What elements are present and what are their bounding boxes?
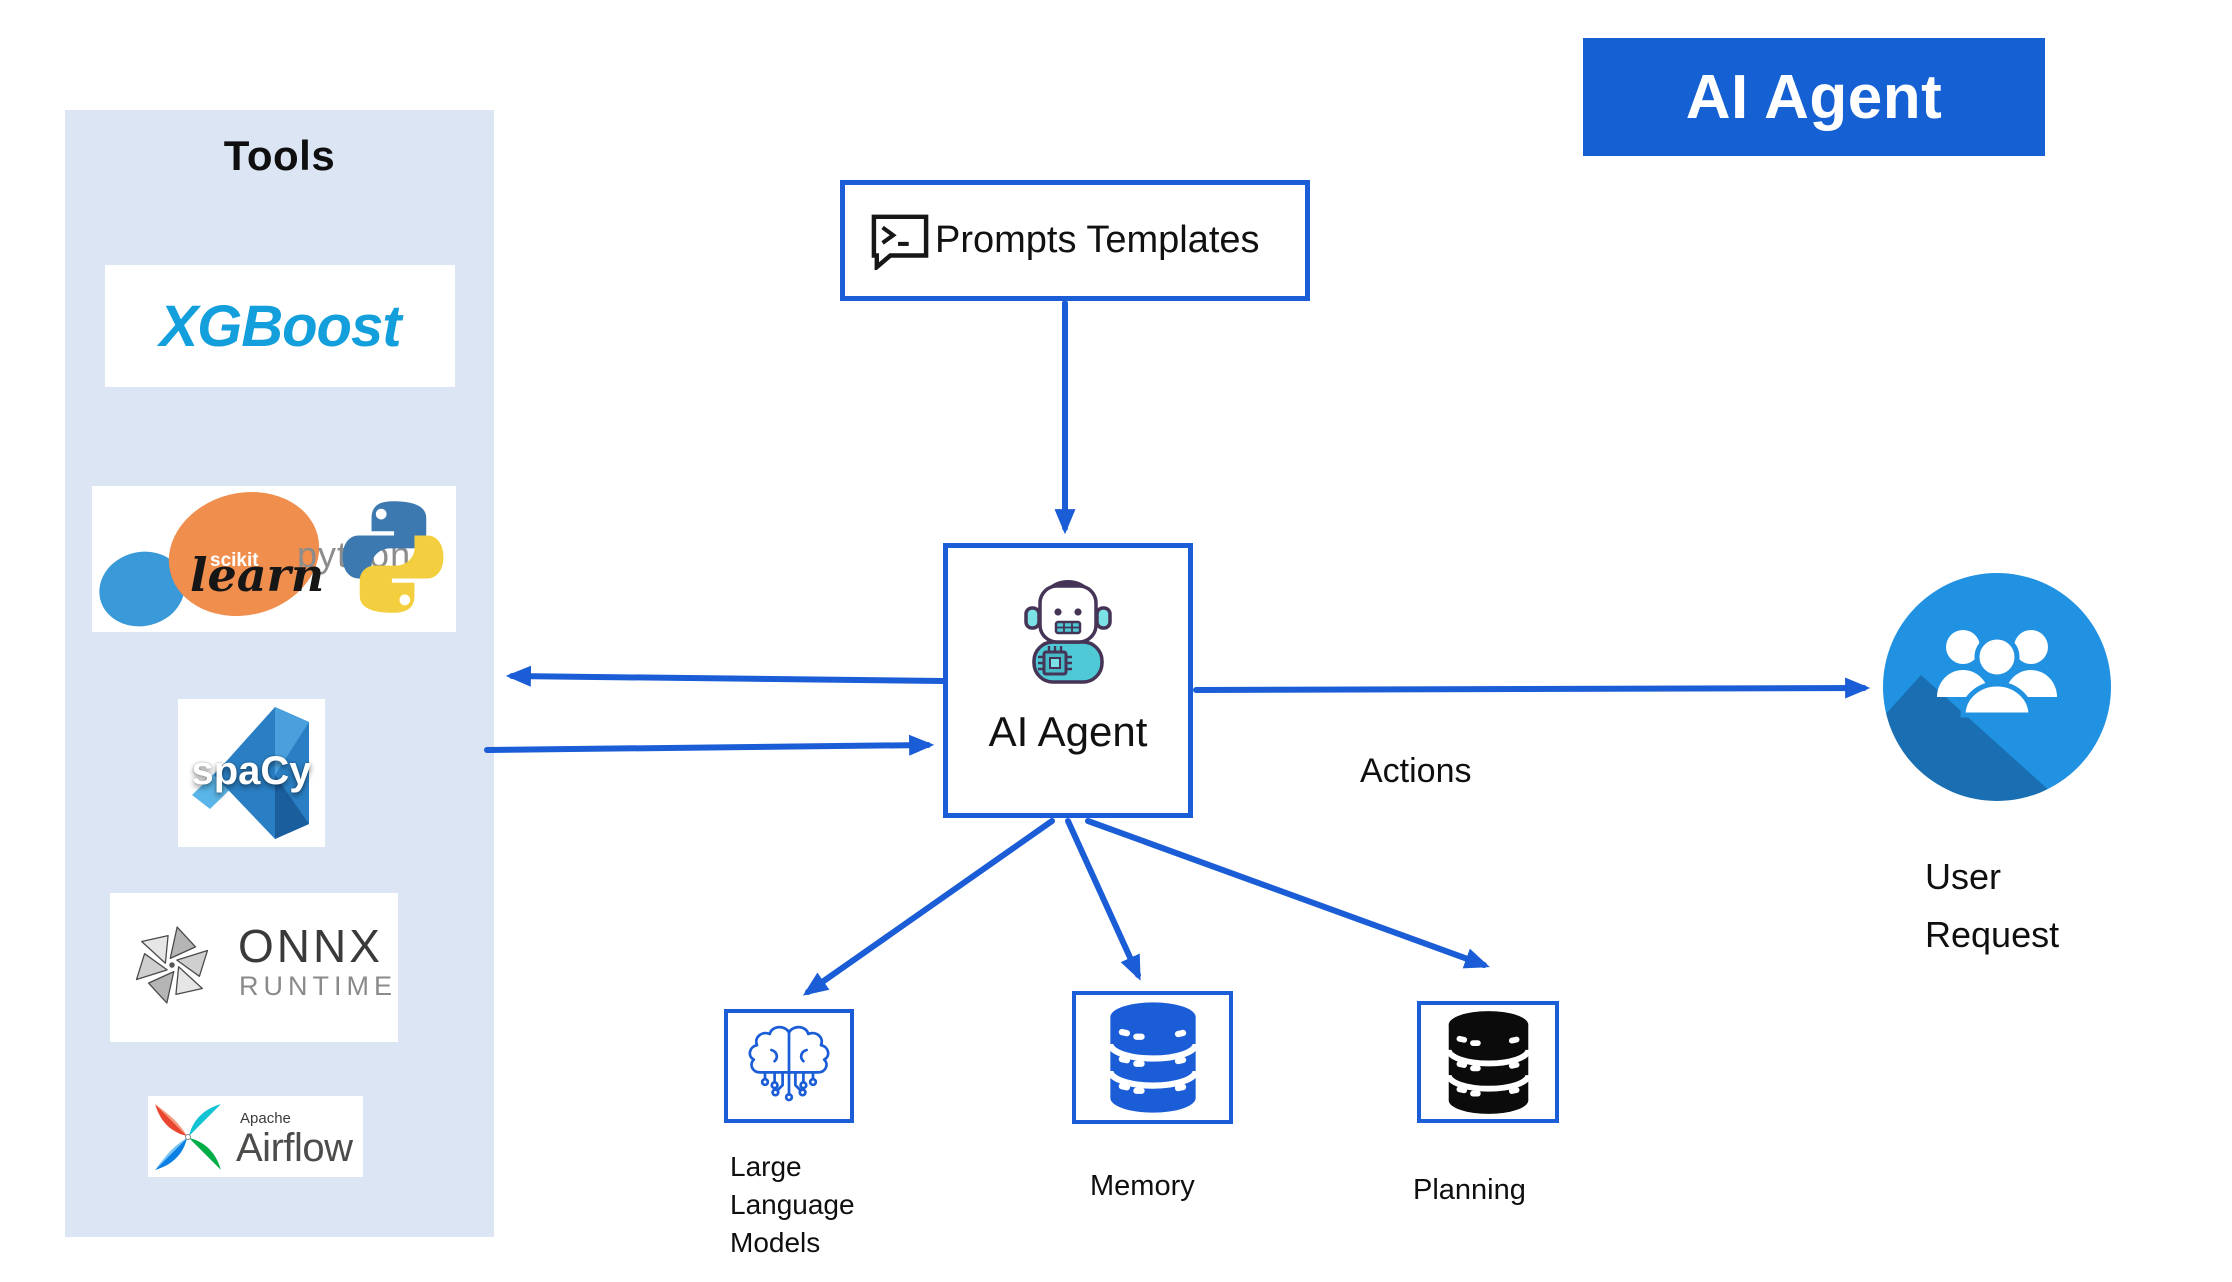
- llm-node: [724, 1009, 854, 1123]
- brain-circuit-icon: [748, 1025, 830, 1102]
- spacy-logo: [192, 707, 309, 839]
- tool-card-onnx-runtime: ONNX RUNTIME: [110, 893, 398, 1042]
- scikit-learn-logo: [99, 492, 320, 627]
- python-logo: [342, 501, 444, 613]
- memory-database-icon: [1106, 1002, 1199, 1113]
- llm-node-label: Large Language Models: [730, 1151, 855, 1258]
- onnx-runtime-logo: [135, 926, 209, 1004]
- xgboost-logo: XGBoost: [159, 293, 401, 359]
- tool-card-xgboost: XGBoost: [105, 265, 455, 387]
- apache-wordmark: Apache: [240, 1110, 291, 1127]
- tools-panel: Tools XGBoost python scikit learn: [65, 110, 494, 1237]
- user-request-node: [1883, 573, 2111, 801]
- terminal-chat-icon: [871, 214, 929, 270]
- planning-node-label: Planning: [1413, 1174, 1526, 1206]
- prompts-templates-node: Prompts Templates: [840, 180, 1310, 301]
- arrow-agent-to-user-actions: [1193, 677, 1871, 699]
- onnx-runtime-wordmark: RUNTIME: [239, 971, 397, 1001]
- onnx-wordmark: ONNX: [238, 920, 383, 972]
- planning-database-icon: [1445, 1010, 1531, 1114]
- user-group-icon: [1937, 630, 2057, 718]
- tool-card-airflow: Apache Airflow: [148, 1096, 363, 1177]
- arrow-agent-to-tools: [505, 665, 946, 687]
- ai-agent-node: AI Agent: [943, 543, 1193, 818]
- arrow-agent-to-planning: [1085, 818, 1490, 969]
- airflow-wordmark: Airflow: [236, 1126, 353, 1170]
- memory-node: [1072, 991, 1233, 1124]
- arrow-agent-to-llm: [802, 818, 1055, 996]
- scikit-learn-wordmark-small: scikit: [210, 550, 259, 571]
- robot-icon: [1024, 580, 1112, 684]
- actions-edge-label: Actions: [1360, 752, 1472, 790]
- arrow-tools-to-agent: [484, 734, 935, 756]
- airflow-logo: [155, 1104, 221, 1170]
- user-request-label: User Request: [1925, 856, 2060, 955]
- planning-node: [1417, 1001, 1559, 1123]
- tool-card-scikit-learn-python: python scikit learn: [92, 486, 456, 632]
- prompts-templates-label: Prompts Templates: [935, 219, 1260, 261]
- title-banner: AI Agent: [1583, 38, 2045, 156]
- ai-agent-node-label: AI Agent: [988, 708, 1148, 755]
- tool-card-spacy: spaCy: [178, 699, 325, 847]
- scikit-learn-wordmark-big: learn: [190, 548, 325, 602]
- arrow-agent-to-memory: [1065, 818, 1141, 981]
- spacy-wordmark: spaCy: [191, 749, 312, 793]
- title-banner-label: AI Agent: [1685, 62, 1943, 132]
- tools-panel-title: Tools: [223, 132, 336, 179]
- memory-node-label: Memory: [1090, 1170, 1195, 1202]
